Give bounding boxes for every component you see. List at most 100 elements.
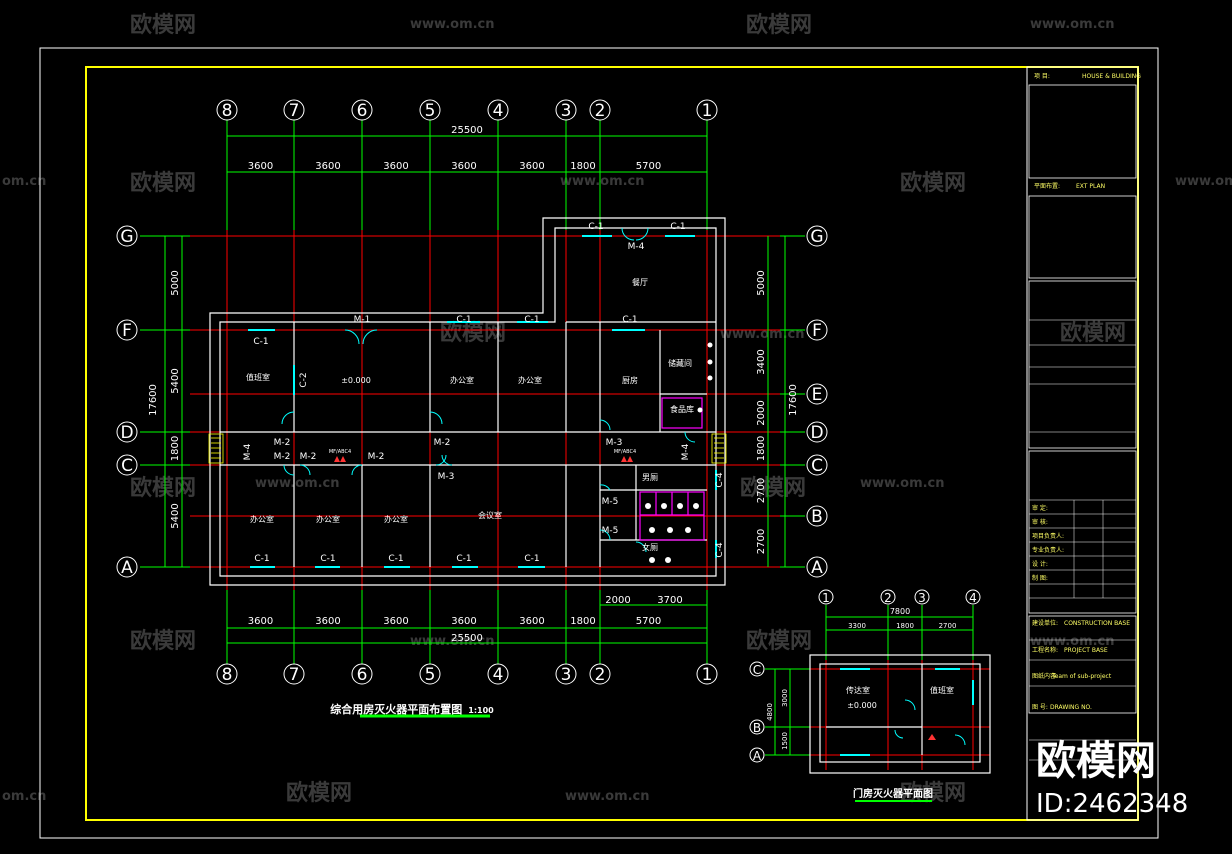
dim-right: 5000	[756, 270, 767, 295]
axis-bubble-label: G	[810, 227, 823, 247]
tb-role-label: 审 核:	[1032, 518, 1048, 526]
tb-number-label: 图 号:	[1032, 704, 1048, 711]
doors	[281, 227, 696, 553]
dim-left: 1800	[170, 436, 181, 461]
title-block-cell	[1028, 195, 1137, 279]
tb-role-label: 设 计:	[1032, 560, 1048, 568]
axis-bubble-label: 7	[289, 101, 300, 121]
axis-bubble-label: 1	[702, 665, 713, 685]
gate-dim-total: 7800	[890, 607, 910, 616]
watermark-brand: 欧模网	[746, 628, 812, 654]
axis-bubble-circle	[116, 556, 138, 578]
axis-bubble-label: B	[811, 507, 823, 527]
axis-bubble-label: G	[120, 227, 133, 247]
room-label: 办公室	[518, 375, 542, 385]
title-block-cell	[1028, 84, 1137, 179]
tb-project2-label: 工程名称:	[1032, 646, 1058, 654]
axis-bubble-circle	[749, 747, 765, 763]
dim-bottom: 3600	[519, 616, 544, 627]
gate-axis-bubble-top: 3	[914, 589, 930, 605]
axis-bubble-bottom: 8	[216, 663, 238, 685]
dim-left: 5000	[170, 270, 181, 295]
axis-bubble-right: B	[806, 505, 828, 527]
axis-bubble-circle	[116, 225, 138, 247]
axis-bubble-circle	[116, 421, 138, 443]
window-tag: C-4	[715, 542, 725, 558]
watermark-url: www.om.cn	[860, 476, 945, 491]
fire-extinguisher-label: MF/ABC4	[329, 449, 351, 455]
watermark-brand: 欧模网	[130, 475, 196, 501]
axis-bubble-circle	[419, 99, 441, 121]
tb-client-label: 建设单位:	[1032, 619, 1058, 627]
tb-client-value: CONSTRUCTION BASE	[1064, 620, 1130, 627]
dim-total-bottom: 25500	[451, 633, 483, 644]
watermark-url: om.cn	[2, 789, 46, 804]
axis-bubble-left: A	[116, 556, 138, 578]
door-tag: M-3	[606, 438, 623, 448]
axis-bubble-label: D	[810, 423, 823, 443]
window-tag: C-1	[456, 554, 471, 564]
gate-dim-top: 1800	[896, 622, 914, 630]
axis-bubble-circle	[589, 663, 611, 685]
title-block-frame	[1026, 66, 1139, 821]
dim-right: 1800	[756, 436, 767, 461]
room-label: 会议室	[478, 510, 502, 520]
axis-bubble-circle	[696, 99, 718, 121]
axis-bubble-top: 3	[555, 99, 577, 121]
axis-bubble-bottom: 1	[696, 663, 718, 685]
title-block-rules	[1029, 319, 1136, 761]
dim-right: 3400	[756, 349, 767, 374]
room-label: 储藏间	[668, 358, 692, 368]
axis-bubble-circle	[283, 663, 305, 685]
dim-left: 5400	[170, 368, 181, 393]
axis-bubble-circle	[283, 99, 305, 121]
axis-bubble-label: A	[121, 558, 133, 578]
dim-right: 2700	[756, 478, 767, 503]
gate-axis-bubble-left: B	[749, 719, 765, 735]
window-tag: C-1	[524, 554, 539, 564]
dim-top: 3600	[383, 161, 408, 172]
gate-room-label: 值班室	[930, 685, 954, 695]
axis-bubble-circle	[487, 99, 509, 121]
tb-role-label: 审 定:	[1032, 504, 1048, 512]
door-tag: M-4	[243, 443, 253, 460]
axis-bubble-circle	[818, 589, 834, 605]
door-tag: M-2	[300, 452, 317, 462]
room-label: 食品库	[670, 404, 694, 414]
axis-bubble-circle	[216, 99, 238, 121]
room-label: 餐厅	[632, 278, 648, 287]
door-tag: M-2	[274, 438, 291, 448]
axis-bubble-label: 5	[425, 101, 436, 121]
axis-bubble-top: 7	[283, 99, 305, 121]
window-tag: C-1	[388, 554, 403, 564]
axis-bubble-circle	[749, 719, 765, 735]
axis-bubble-label: C	[121, 456, 133, 476]
watermark-brand: 欧模网	[130, 628, 196, 654]
room-label: 办公室	[316, 514, 340, 524]
axis-bubble-label: E	[812, 385, 823, 405]
tb-drawing-value: EXT PLAN	[1076, 183, 1105, 190]
window-tag: C-1	[253, 337, 268, 347]
gate-doors	[894, 699, 966, 746]
watermark-brand: 欧模网	[440, 320, 506, 346]
axis-bubble-circle	[696, 663, 718, 685]
axis-bubble-label: 2	[595, 101, 606, 121]
outer-frame	[39, 47, 1159, 839]
door-tag: M-3	[438, 472, 455, 482]
window-tag: C-1	[622, 315, 637, 325]
axis-bubble-top: 8	[216, 99, 238, 121]
axis-bubble-circle	[116, 319, 138, 341]
watermark-url: www.om.cn	[720, 327, 805, 342]
axis-bubble-label: 5	[425, 665, 436, 685]
axis-bubble-left: F	[116, 319, 138, 341]
tb-content-label: 图纸内容:	[1032, 672, 1058, 680]
axis-bubble-label: 2	[595, 665, 606, 685]
axis-bubble-circle	[589, 99, 611, 121]
axis-bubble-left: D	[116, 421, 138, 443]
watermark-url: www.om.cn	[1175, 174, 1232, 189]
axis-bubble-label: 3	[561, 665, 572, 685]
window-tag: C-1	[524, 315, 539, 325]
axis-bubble-bottom: 3	[555, 663, 577, 685]
watermark-brand: 欧模网	[746, 12, 812, 38]
